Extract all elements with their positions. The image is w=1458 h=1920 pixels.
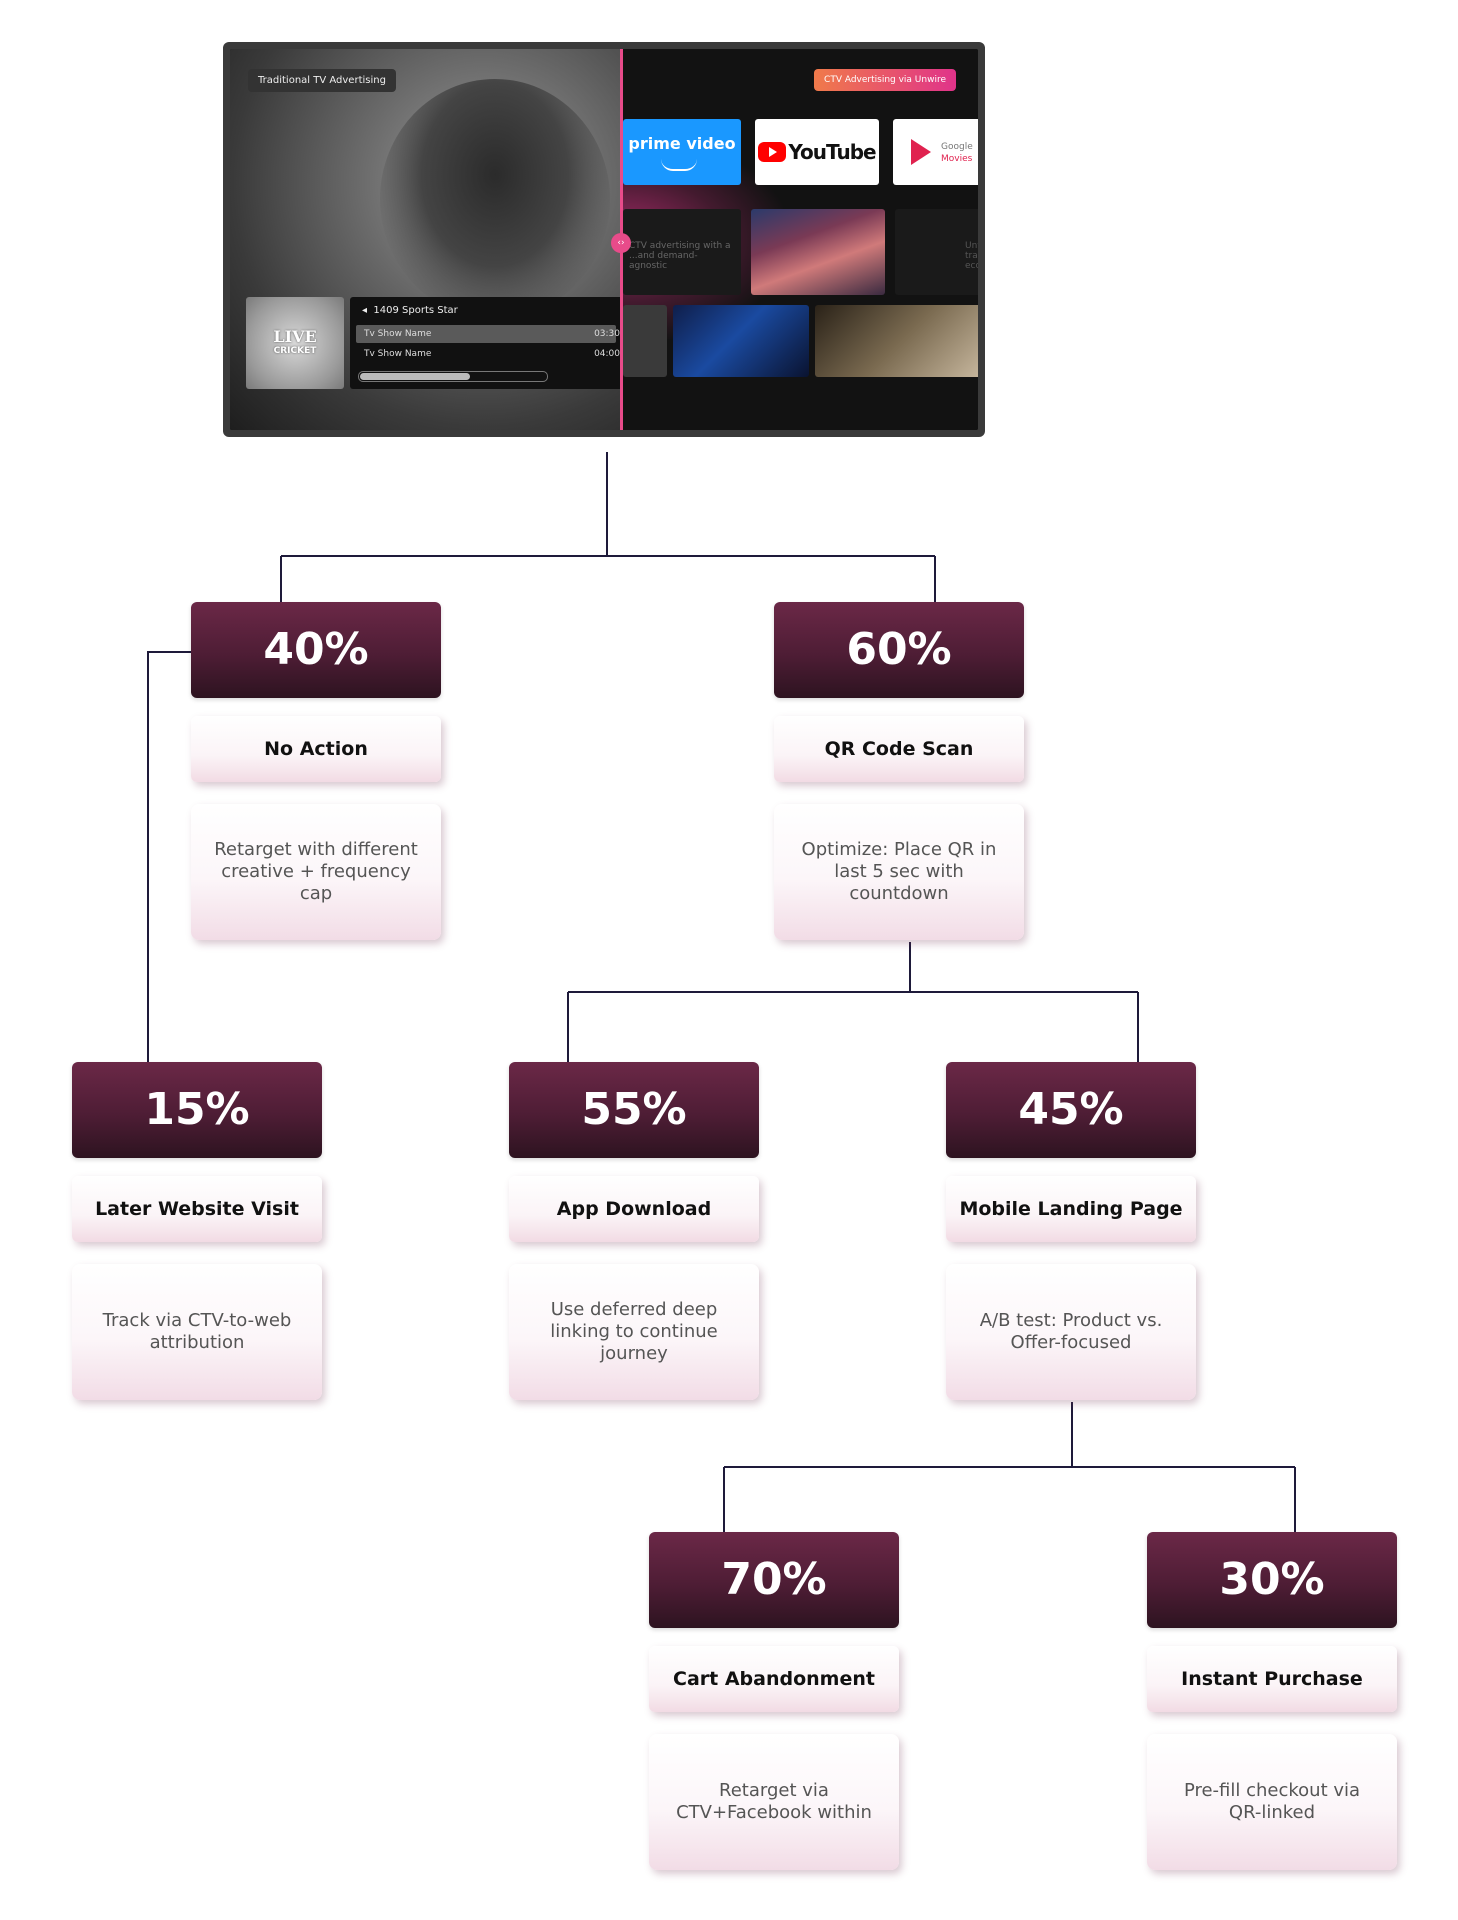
youtube-logo: YouTube <box>788 140 876 164</box>
guide-row: Tv Show Name 04:00 <box>356 345 620 363</box>
program-guide: ◂ 1409 Sports Star Tv Show Name 03:30 Tv … <box>350 297 622 389</box>
chevron-left-icon: ◂ <box>362 305 368 316</box>
node-mobile-landing-page: 45% Mobile Landing Page A/B test: Produc… <box>946 1062 1196 1400</box>
guide-row: Tv Show Name 03:30 <box>356 325 620 343</box>
outcome-description: Retarget with different creative + frequ… <box>191 804 441 940</box>
node-instant-purchase: 30% Instant Purchase Pre-fill checkout v… <box>1147 1532 1397 1870</box>
percentage-badge: 70% <box>649 1532 899 1628</box>
prime-video-tile: prime video <box>623 119 741 185</box>
outcome-description: A/B test: Product vs. Offer-focused <box>946 1264 1196 1400</box>
smile-icon <box>661 159 697 171</box>
prime-video-logo: prime video <box>628 134 736 153</box>
node-app-download: 55% App Download Use deferred deep linki… <box>509 1062 759 1400</box>
outcome-label: App Download <box>509 1176 759 1242</box>
percentage-badge: 45% <box>946 1062 1196 1158</box>
movies-text: Movies <box>941 154 973 164</box>
progress-bar <box>358 371 548 382</box>
outcome-label: QR Code Scan <box>774 716 1024 782</box>
node-later-website-visit: 15% Later Website Visit Track via CTV-to… <box>72 1062 322 1400</box>
node-no-action: 40% No Action Retarget with different cr… <box>191 602 441 940</box>
google-movies-icon <box>911 139 931 165</box>
outcome-description: Track via CTV-to-web attribution <box>72 1264 322 1400</box>
percentage-badge: 30% <box>1147 1532 1397 1628</box>
live-cricket-tile: LIVE CRICKET <box>246 297 344 389</box>
channel-name: 1409 Sports Star <box>373 305 458 316</box>
play-icon <box>758 141 787 162</box>
outcome-description: Pre-fill checkout via QR-linked <box>1147 1734 1397 1870</box>
horse-rider-image <box>380 79 610 319</box>
progress-fill <box>360 373 471 380</box>
show-name: Tv Show Name <box>364 349 432 359</box>
ctv-pane: CTV Advertising via Unwire prime video Y… <box>623 49 978 430</box>
percentage-badge: 40% <box>191 602 441 698</box>
cricket-text: CRICKET <box>273 346 317 356</box>
youtube-tile: YouTube <box>755 119 879 185</box>
connector-45-to-70-30 <box>723 1402 1296 1532</box>
live-text: LIVE <box>273 327 317 346</box>
outcome-label: Later Website Visit <box>72 1176 322 1242</box>
traditional-tv-pane: Traditional TV Advertising LIVE CRICKET … <box>230 49 622 430</box>
show-time: 04:00 <box>594 349 620 359</box>
percentage-badge: 15% <box>72 1062 322 1158</box>
percentage-badge: 60% <box>774 602 1024 698</box>
outcome-description: Retarget via CTV+Facebook within <box>649 1734 899 1870</box>
outcome-description: Use deferred deep linking to continue jo… <box>509 1264 759 1400</box>
show-name: Tv Show Name <box>364 329 432 339</box>
outcome-label: Mobile Landing Page <box>946 1176 1196 1242</box>
outcome-label: No Action <box>191 716 441 782</box>
percentage-badge: 55% <box>509 1062 759 1158</box>
stage-thumbnail <box>673 305 809 377</box>
outcome-description: Optimize: Place QR in last 5 sec with co… <box>774 804 1024 940</box>
connector-60-to-55-45 <box>567 942 1139 1062</box>
outcome-label: Cart Abandonment <box>649 1646 899 1712</box>
google-text: Google <box>941 142 973 152</box>
channel-label: ◂ 1409 Sports Star <box>362 305 458 316</box>
tv-screen: Traditional TV Advertising LIVE CRICKET … <box>230 49 978 430</box>
unwire-text-tile: Unwire transp... ecosy... <box>895 209 978 295</box>
samurai-thumbnail <box>751 209 885 295</box>
compare-handle-icon[interactable]: ‹› <box>611 233 631 253</box>
ctv-badge: CTV Advertising via Unwire <box>814 69 956 91</box>
desk-thumbnail <box>815 305 978 377</box>
tv-mockup: Traditional TV Advertising LIVE CRICKET … <box>223 42 985 437</box>
ctv-text-tile: CTV advertising with a ...and demand-agn… <box>623 209 741 295</box>
dark-thumbnail <box>623 305 667 377</box>
node-cart-abandonment: 70% Cart Abandonment Retarget via CTV+Fa… <box>649 1532 899 1870</box>
show-time: 03:30 <box>594 329 620 339</box>
outcome-label: Instant Purchase <box>1147 1646 1397 1712</box>
connector-tv-to-first-split <box>280 452 936 602</box>
traditional-tv-badge: Traditional TV Advertising <box>248 69 396 92</box>
connector-40-to-15 <box>147 651 193 1062</box>
node-qr-code-scan: 60% QR Code Scan Optimize: Place QR in l… <box>774 602 1024 940</box>
